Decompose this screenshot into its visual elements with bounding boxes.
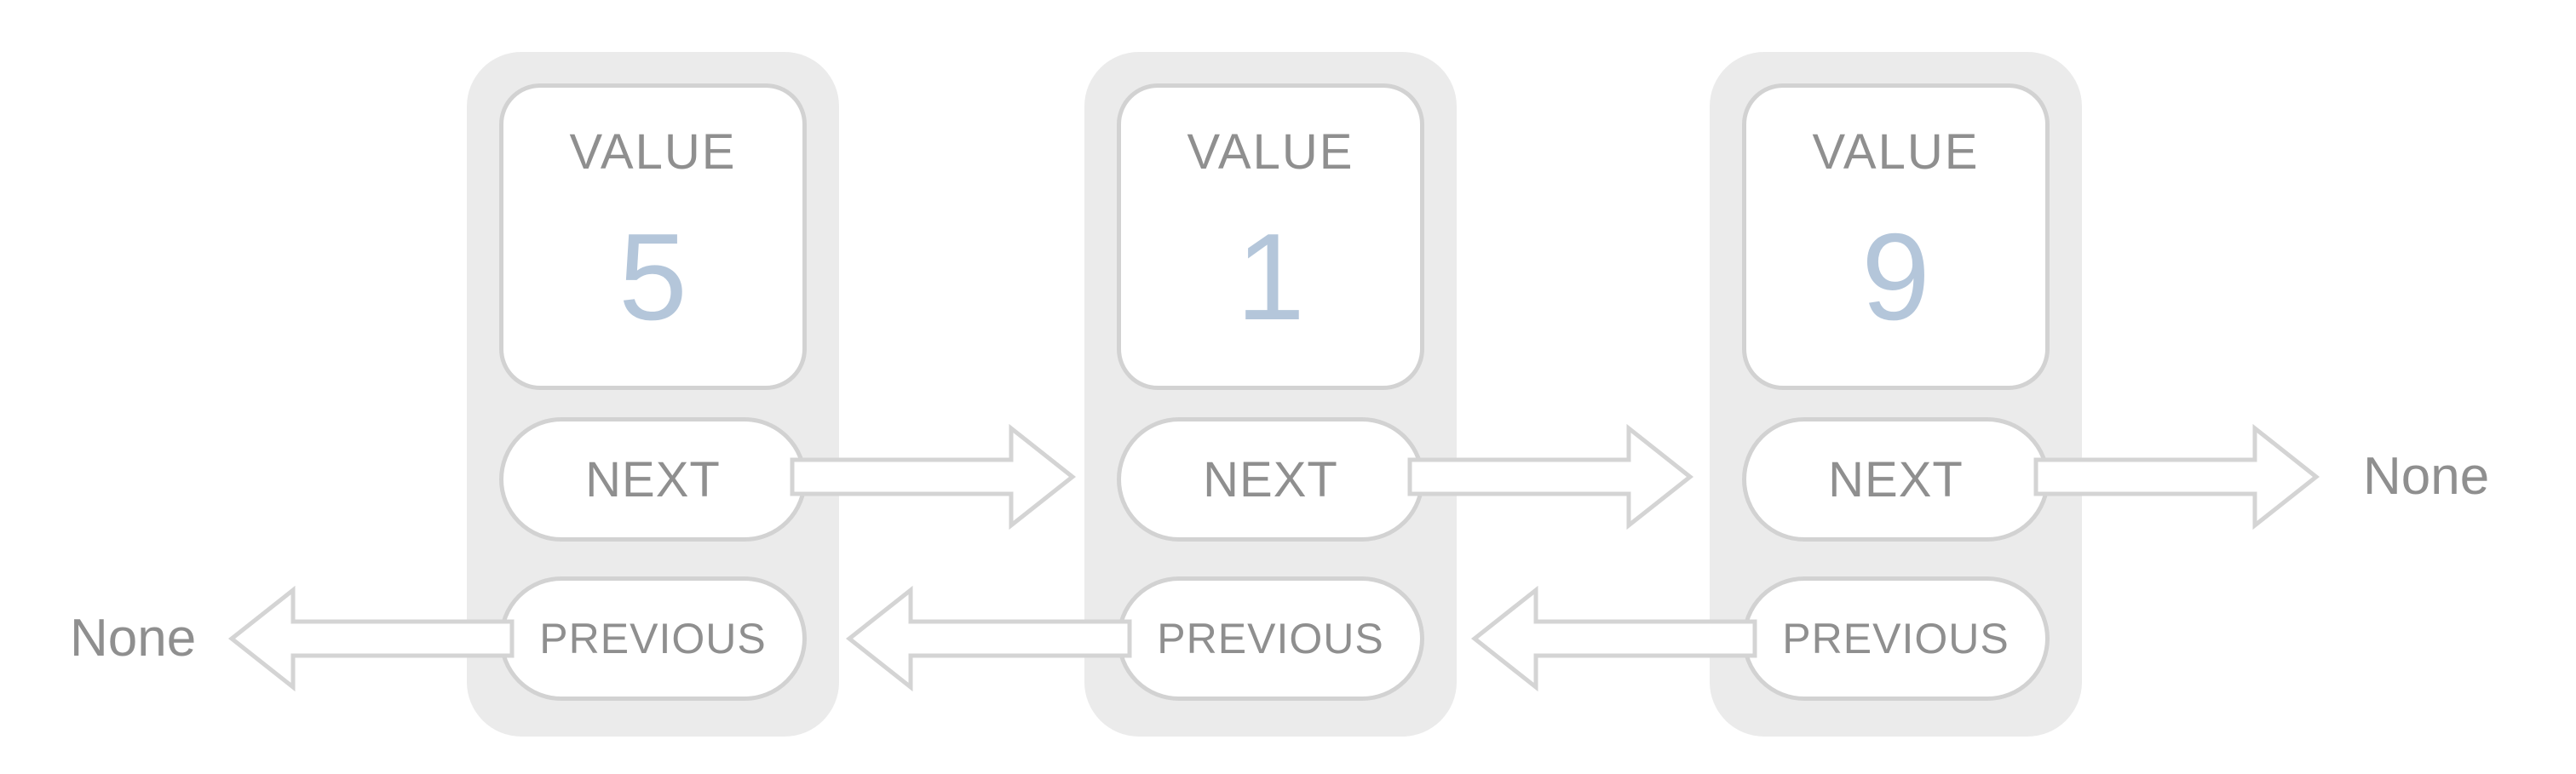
previous-pointer-pill: PREVIOUS [499,576,807,701]
next-arrow-icon [1407,423,1694,530]
next-pointer-pill: NEXT [499,417,807,542]
next-pointer-label: NEXT [585,451,721,507]
list-node-1: VALUE 5 NEXT PREVIOUS [467,52,839,737]
next-arrow-icon [2033,423,2320,530]
next-arrow-icon [790,423,1077,530]
node-value: 5 [618,208,687,346]
previous-none-label: None [70,609,197,668]
list-node-2: VALUE 1 NEXT PREVIOUS [1084,52,1457,737]
value-label: VALUE [1187,124,1354,180]
previous-arrow-icon [227,585,515,692]
value-box: VALUE 1 [1117,83,1424,390]
next-pointer-pill: NEXT [1117,417,1424,542]
value-label: VALUE [1812,124,1980,180]
next-none-label: None [2363,447,2490,506]
previous-arrow-icon [845,585,1132,692]
node-value: 1 [1236,208,1305,346]
list-node-3: VALUE 9 NEXT PREVIOUS [1710,52,2082,737]
value-box: VALUE 5 [499,83,807,390]
next-pointer-label: NEXT [1828,451,1964,507]
next-pointer-label: NEXT [1203,451,1338,507]
previous-pointer-pill: PREVIOUS [1117,576,1424,701]
previous-pointer-label: PREVIOUS [1782,615,2010,662]
next-pointer-pill: NEXT [1742,417,2050,542]
value-label: VALUE [569,124,737,180]
previous-pointer-label: PREVIOUS [539,615,767,662]
previous-arrow-icon [1470,585,1757,692]
node-value: 9 [1861,208,1930,346]
value-box: VALUE 9 [1742,83,2050,390]
previous-pointer-label: PREVIOUS [1157,615,1384,662]
previous-pointer-pill: PREVIOUS [1742,576,2050,701]
